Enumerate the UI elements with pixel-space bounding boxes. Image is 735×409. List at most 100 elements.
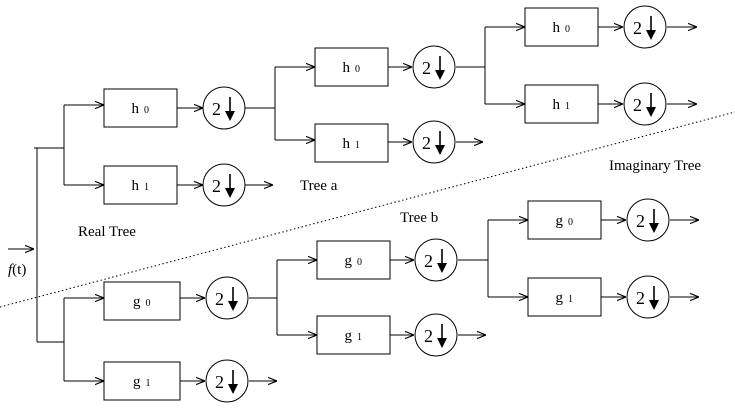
down-arrow-icon xyxy=(437,338,447,348)
downsample-factor: 2 xyxy=(212,176,221,196)
input-signal-arg: (t) xyxy=(12,262,26,278)
downsampler-circle xyxy=(205,276,249,320)
filter-box-outline xyxy=(103,281,181,321)
downsample-factor: 2 xyxy=(424,326,433,346)
filter-box-outline xyxy=(316,315,391,355)
filter-subscript: 1 xyxy=(565,101,570,112)
real-tree-label: Real Tree xyxy=(78,224,136,240)
downsampler-circle xyxy=(202,86,246,130)
filter-letter: h xyxy=(132,101,140,117)
filter-box-outline xyxy=(314,123,389,163)
filter-subscript: 0 xyxy=(357,257,362,268)
input-signal-name: f xyxy=(8,262,14,278)
filter-subscript: 0 xyxy=(355,64,360,75)
filter-letter: g xyxy=(133,294,141,310)
downsample-factor: 2 xyxy=(633,18,642,38)
filter-subscript: 0 xyxy=(565,24,570,35)
filter-letter: h xyxy=(553,20,561,36)
filter-subscript: 1 xyxy=(568,294,573,305)
filter-subscript: 0 xyxy=(144,105,149,116)
filter-letter: g xyxy=(556,213,564,229)
downsampler-2: 2 xyxy=(205,359,249,403)
downsampler-2: 2 xyxy=(412,120,456,164)
down-arrow-icon xyxy=(437,263,447,273)
downsampler-circle xyxy=(626,275,670,319)
filter-box-outline xyxy=(527,277,602,317)
downsampler-2: 2 xyxy=(623,82,667,126)
filter-subscript: 1 xyxy=(355,140,360,151)
downsampler-2: 2 xyxy=(414,238,458,282)
downsampler-circle xyxy=(414,238,458,282)
downsampler-circle xyxy=(414,313,458,357)
downsample-factor: 2 xyxy=(212,99,221,119)
filter-box-outline xyxy=(524,84,599,124)
tree-b-label: Tree b xyxy=(400,210,438,226)
downsample-factor: 2 xyxy=(422,133,431,153)
tree-a-label: Tree a xyxy=(300,178,338,194)
downsampler-2: 2 xyxy=(202,163,246,207)
downsample-factor: 2 xyxy=(636,211,645,231)
downsampler-2: 2 xyxy=(626,275,670,319)
filter-letter: h xyxy=(343,136,351,152)
downsamplers: 2 2 2 2 2 2 2 2 2 2 2 2 xyxy=(202,5,670,403)
downsample-factor: 2 xyxy=(215,372,224,392)
downsampler-circle xyxy=(205,359,249,403)
down-arrow-icon xyxy=(646,107,656,117)
downsample-factor: 2 xyxy=(636,288,645,308)
downsampler-2: 2 xyxy=(626,198,670,242)
filter-box-outline xyxy=(103,361,181,401)
downsample-factor: 2 xyxy=(422,58,431,78)
downsampler-2: 2 xyxy=(623,5,667,49)
downsampler-circle xyxy=(412,45,456,89)
filter-letter: h xyxy=(553,97,561,113)
downsample-factor: 2 xyxy=(424,251,433,271)
downsample-factor: 2 xyxy=(215,289,224,309)
down-arrow-icon xyxy=(228,301,238,311)
filter-letter: g xyxy=(345,328,353,344)
connector-lines xyxy=(34,27,699,381)
filter-subscript: 1 xyxy=(144,182,149,193)
filter-box-outline xyxy=(316,240,391,280)
filter-letter: g xyxy=(133,374,141,390)
down-arrow-icon xyxy=(649,300,659,310)
filter-letter: h xyxy=(343,60,351,76)
filter-letter: h xyxy=(132,178,140,194)
input-signal: f(t) xyxy=(8,249,34,278)
input-signal-label: f(t) xyxy=(8,262,26,278)
downsampler-circle xyxy=(202,163,246,207)
down-arrow-icon xyxy=(435,145,445,155)
tree-separator-line xyxy=(0,111,735,308)
filter-subscript: 0 xyxy=(146,298,151,309)
downsampler-2: 2 xyxy=(414,313,458,357)
downsampler-circle xyxy=(623,5,667,49)
downsampler-2: 2 xyxy=(205,276,249,320)
downsampler-circle xyxy=(412,120,456,164)
down-arrow-icon xyxy=(225,188,235,198)
imaginary-tree-label: Imaginary Tree xyxy=(609,158,701,174)
downsampler-2: 2 xyxy=(202,86,246,130)
filter-letter: g xyxy=(556,290,564,306)
filter-box-outline xyxy=(103,88,178,128)
down-arrow-icon xyxy=(228,384,238,394)
down-arrow-icon xyxy=(225,111,235,121)
filter-box-outline xyxy=(524,7,599,47)
